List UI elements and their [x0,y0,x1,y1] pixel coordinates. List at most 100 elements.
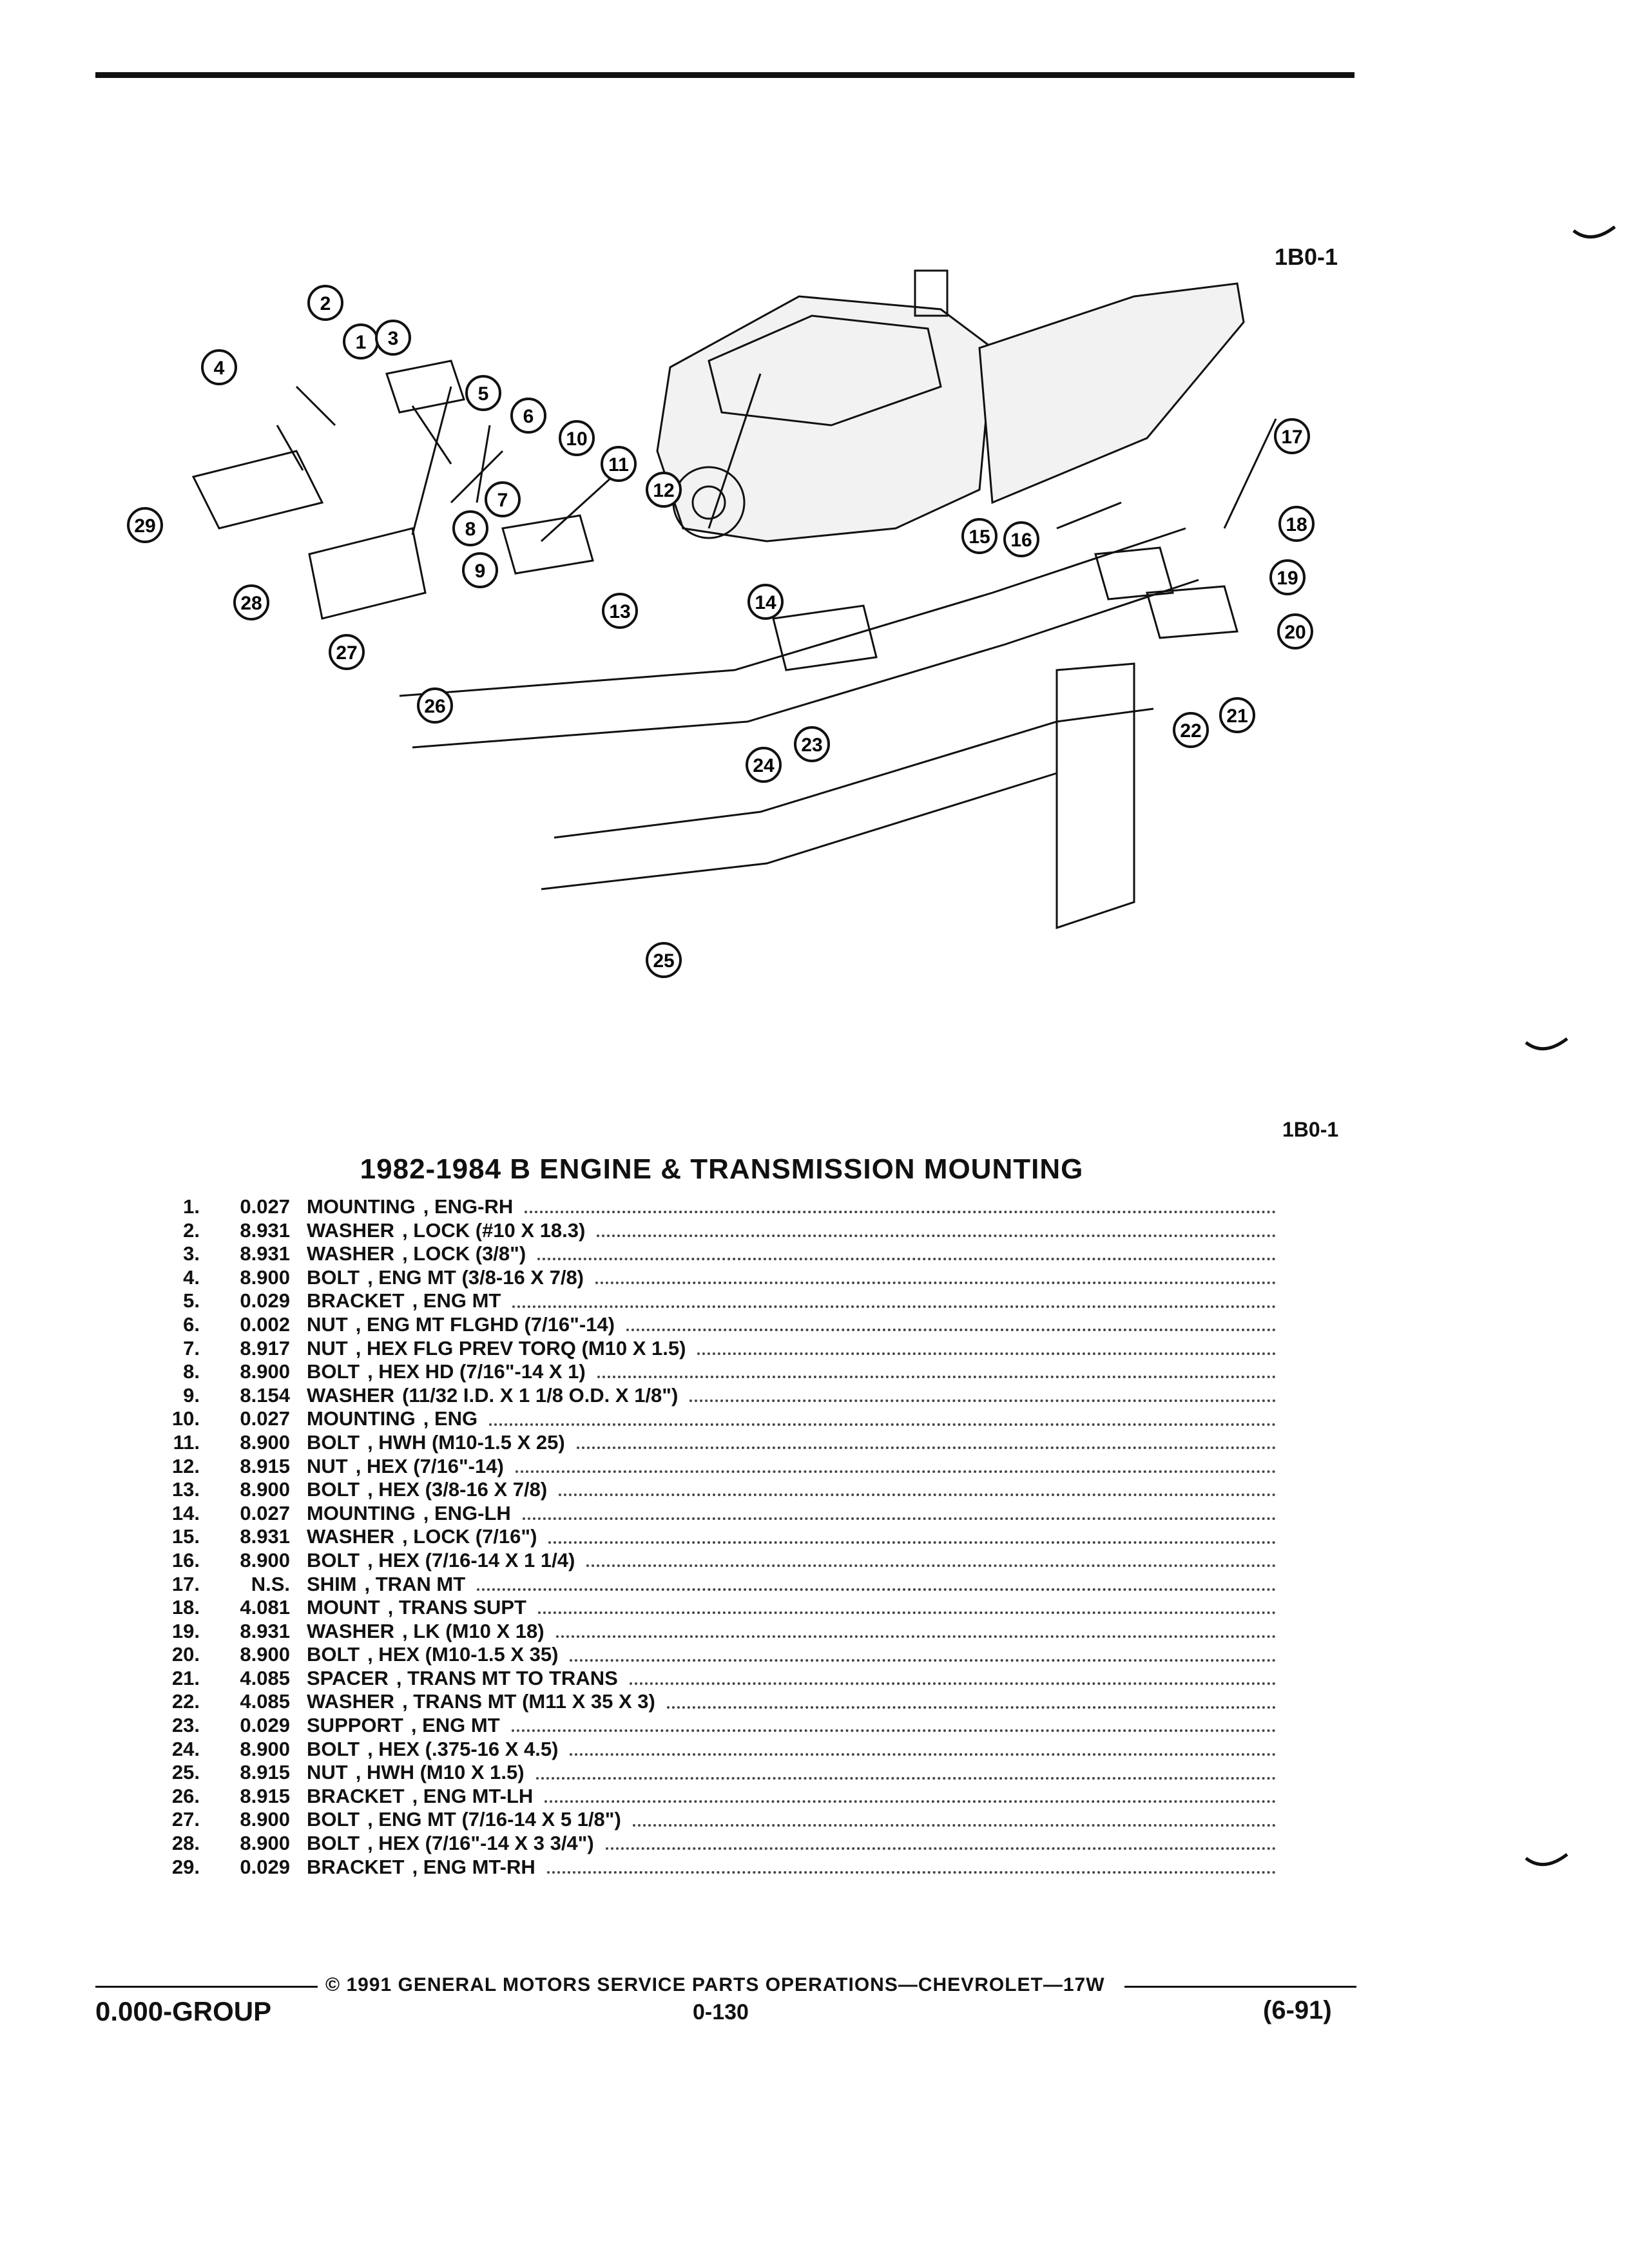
svg-text:17: 17 [1281,427,1302,448]
callout: 26 [417,687,453,724]
svg-text:9: 9 [475,561,486,582]
svg-text:22: 22 [1180,720,1201,742]
margin-tick [1572,226,1616,239]
page-title: 1982-1984 B ENGINE & TRANSMISSION MOUNTI… [360,1153,1084,1185]
svg-text:12: 12 [653,480,674,501]
callout: 10 [559,420,595,456]
page-number: 0-130 [693,2000,749,2024]
revision-date: (6-91) [1263,1996,1332,2024]
top-rule [95,72,1354,78]
svg-text:8: 8 [465,519,476,540]
engine-mount-diagram: 1 2 3 4 5 6 7 8 9 10 11 12 13 14 15 16 1… [127,269,1315,978]
callout: 14 [747,584,784,620]
svg-text:1: 1 [356,332,367,353]
callout: 1 [343,323,379,360]
callout: 19 [1269,559,1306,595]
callout: 18 [1278,506,1315,542]
svg-text:24: 24 [753,755,775,776]
callout: 11 [601,446,637,482]
svg-text:14: 14 [755,592,776,613]
svg-text:26: 26 [424,696,445,717]
callout: 24 [746,747,782,783]
figure-label-top: 1B0-1 [1275,244,1338,270]
svg-text:25: 25 [653,950,674,972]
callout: 6 [510,398,546,434]
callout: 17 [1274,418,1310,454]
svg-text:23: 23 [801,735,822,756]
footer-rule [95,1986,318,1988]
footer-rule [1124,1986,1356,1988]
callout: 16 [1003,521,1039,557]
callout: 28 [233,584,269,620]
group-label: 0.000-GROUP [95,1996,272,2026]
svg-text:5: 5 [478,383,489,405]
svg-text:21: 21 [1226,706,1248,727]
callout: 4 [201,349,237,385]
svg-text:10: 10 [566,428,587,450]
svg-text:2: 2 [320,293,331,314]
svg-text:3: 3 [388,328,399,349]
callout: 15 [961,518,998,554]
svg-text:20: 20 [1284,622,1306,643]
svg-text:11: 11 [608,454,629,476]
svg-text:4: 4 [214,358,225,379]
svg-text:27: 27 [336,642,357,664]
svg-text:28: 28 [240,593,262,614]
callout: 25 [646,942,682,978]
part-row: 17.N.S.SHIM, TRAN MT [142,1573,1276,1597]
margin-tick [1525,1037,1568,1051]
svg-text:18: 18 [1286,514,1307,535]
svg-text:15: 15 [969,526,990,548]
copyright: © 1991 GENERAL MOTORS SERVICE PARTS OPER… [325,1974,1105,1995]
callout: 3 [375,320,411,356]
callout: 23 [794,726,830,762]
callout: 21 [1219,697,1255,733]
callout: 5 [465,375,501,411]
callout: 20 [1277,613,1313,649]
callout: 22 [1173,712,1209,748]
margin-tick [1525,1853,1568,1867]
figure-label-bottom: 1B0-1 [1282,1118,1339,1141]
callout: 12 [646,472,682,508]
svg-text:16: 16 [1010,530,1032,551]
callout: 7 [485,481,521,517]
callout: 13 [602,593,638,629]
svg-text:13: 13 [609,601,630,622]
callout: 8 [452,510,488,546]
callout: 27 [329,634,365,670]
callout: 9 [462,552,498,588]
svg-text:19: 19 [1277,568,1298,589]
callout: 29 [127,507,163,543]
svg-text:7: 7 [497,490,508,511]
svg-text:6: 6 [523,406,534,427]
svg-text:29: 29 [134,515,155,537]
